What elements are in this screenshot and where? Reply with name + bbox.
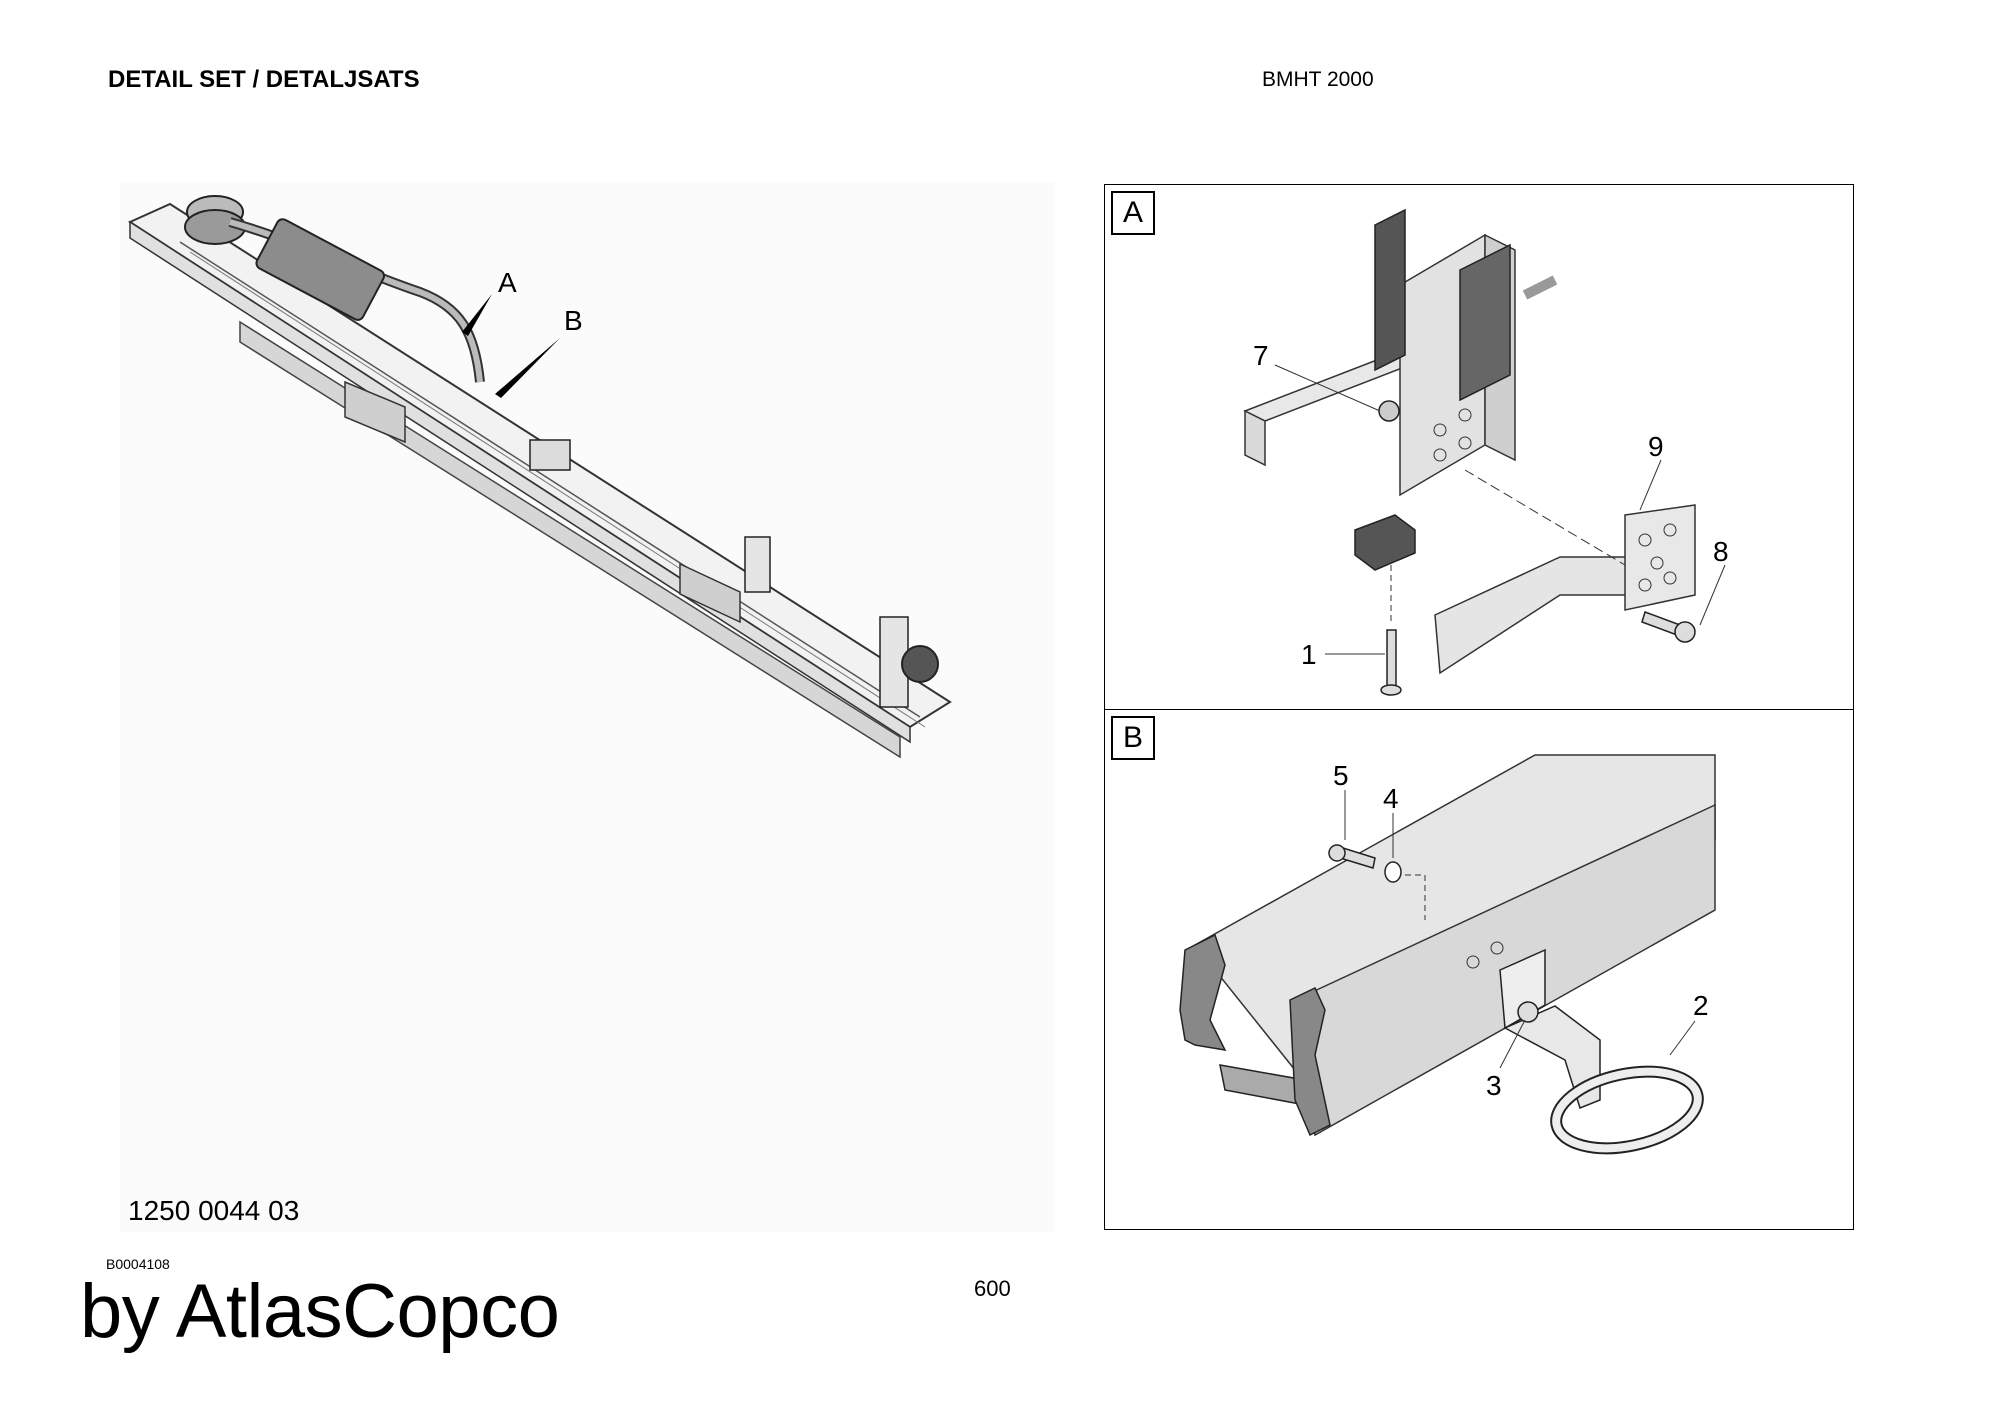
callout-3: 3 [1486,1070,1502,1101]
feed-beam-illustration: A B [127,195,952,759]
callout-7: 7 [1253,340,1269,371]
document-title: DETAIL SET / DETALJSATS [108,66,420,93]
callout-5: 5 [1333,760,1349,791]
callout-a-label: A [498,267,517,298]
callout-9: 9 [1648,431,1664,462]
detail-panel-b: B 5 4 2 3 [1104,709,1854,1230]
callout-b-label: B [564,305,583,336]
hose-holder-illustration: 7 9 8 1 [1243,208,1729,696]
panel-a-tag: A [1111,191,1155,235]
page-number: 600 [974,1276,1011,1301]
callout-8: 8 [1713,536,1729,567]
detail-panel-a: A [1104,184,1854,710]
overview-drawing: A B [120,182,1054,1232]
callout-4: 4 [1383,783,1399,814]
model-label: BMHT 2000 [1262,68,1374,91]
part-number: 1250 0044 03 [128,1195,300,1226]
callout-1: 1 [1301,639,1317,670]
panel-b-tag: B [1111,716,1155,760]
callout-2: 2 [1693,990,1709,1021]
drawing-id: B0004108 [106,1256,170,1272]
brand-text: by AtlasCopco [80,1269,560,1354]
step-rail-illustration: 5 4 2 3 [1179,754,1716,1155]
